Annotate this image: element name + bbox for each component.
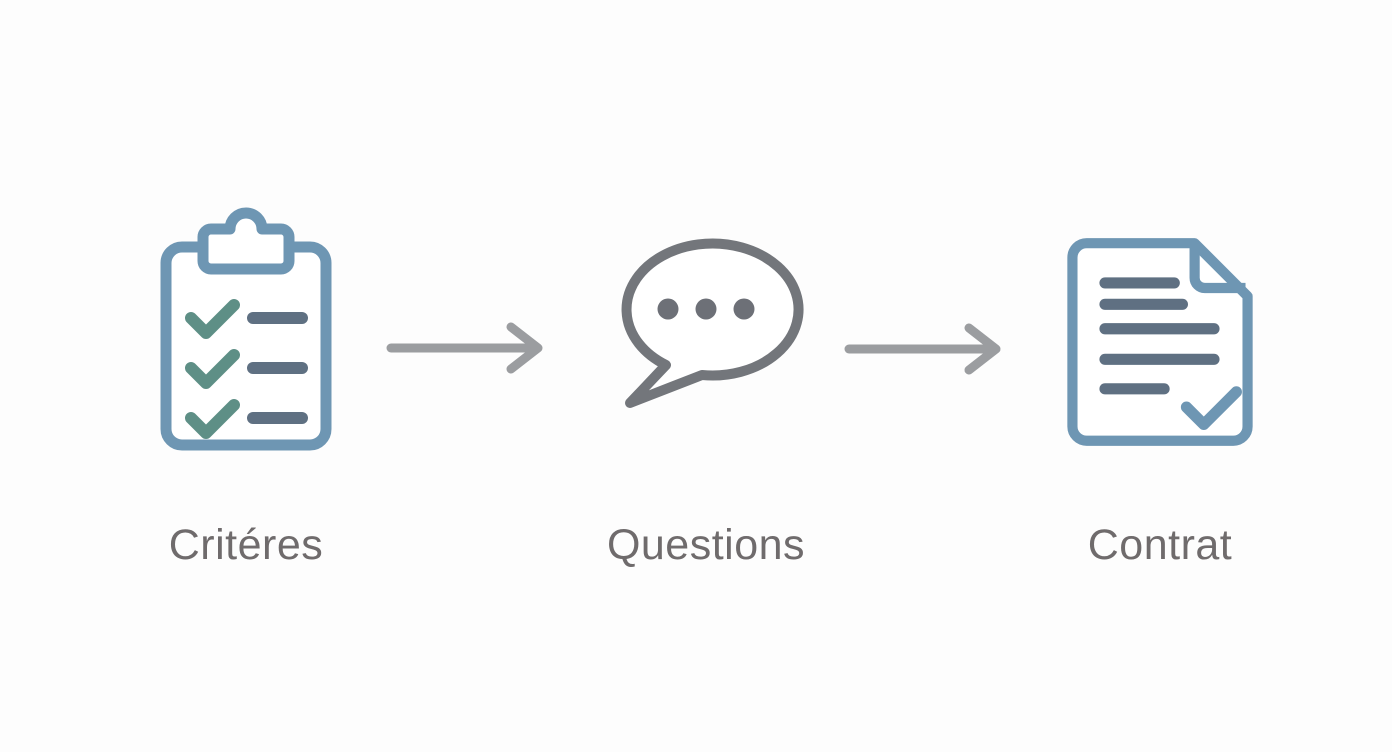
arrow-right-icon [386,322,543,374]
step-label: Contrat [1087,521,1233,569]
step-questions: Questions [566,205,846,570]
clipboard-list-lines [247,312,308,424]
step-label: Critéres [168,521,324,569]
step-icon-box [141,205,351,465]
arrow-right-icon [844,323,1001,375]
document-check-icon [1067,238,1253,446]
clipboard-checkmarks [185,299,240,439]
step-label: Questions [606,521,806,569]
step-criteres: Critéres [106,205,386,570]
arrow-stroke [844,323,1001,375]
arrow-stroke [386,322,543,374]
step-icon-box [606,205,806,465]
bubble-outline [621,238,804,408]
bubble-ellipsis-dots [657,298,755,320]
step-icon-box [1058,205,1262,465]
clipboard-checklist-icon [160,207,332,451]
document-text-lines [1099,277,1220,395]
document-checkmark [1180,386,1242,431]
speech-bubble-icon [621,238,804,408]
clipboard-outline [160,207,332,451]
step-contrat: Contrat [1020,205,1300,570]
